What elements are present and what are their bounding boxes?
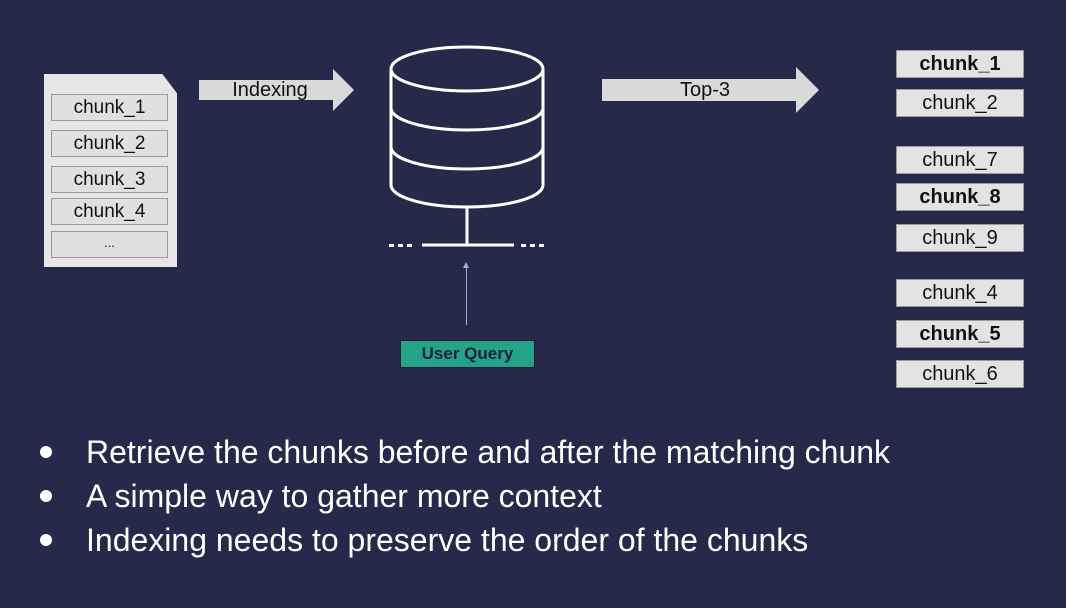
bullet-item: Retrieve the chunks before and after the… (36, 430, 890, 474)
user-query-badge: User Query (400, 340, 535, 368)
result-chunk: chunk_4 (896, 279, 1024, 307)
bullet-item: Indexing needs to preserve the order of … (36, 518, 890, 562)
indexing-arrow (199, 69, 354, 111)
top-k-arrow (602, 67, 819, 113)
database-icon (389, 45, 545, 247)
doc-chunk: chunk_4 (51, 198, 168, 225)
query-arrow (466, 264, 467, 325)
bullet-dot-icon (40, 534, 52, 546)
result-chunk: chunk_5 (896, 320, 1024, 348)
bullet-dot-icon (40, 490, 52, 502)
bullet-list: Retrieve the chunks before and after the… (36, 430, 890, 562)
query-arrow-head (463, 262, 469, 268)
result-chunk: chunk_9 (896, 224, 1024, 252)
doc-chunk: chunk_1 (51, 94, 168, 121)
bullet-text: Retrieve the chunks before and after the… (86, 434, 891, 470)
indexing-label: Indexing (232, 79, 308, 101)
doc-chunk-ellipsis: ... (51, 231, 168, 258)
doc-chunk: chunk_2 (51, 130, 168, 157)
result-chunk: chunk_2 (896, 89, 1024, 117)
bullet-dot-icon (40, 446, 52, 458)
result-chunk: chunk_8 (896, 183, 1024, 211)
result-chunk: chunk_1 (896, 50, 1024, 78)
bullet-text: A simple way to gather more context (86, 478, 602, 514)
doc-chunk: chunk_3 (51, 166, 168, 193)
result-chunk: chunk_7 (896, 146, 1024, 174)
top-k-label: Top-3 (679, 79, 731, 101)
bullet-item: A simple way to gather more context (36, 474, 890, 518)
result-chunk: chunk_6 (896, 360, 1024, 388)
source-document: chunk_1 chunk_2 chunk_3 chunk_4 ... (44, 74, 177, 267)
bullet-text: Indexing needs to preserve the order of … (86, 522, 809, 558)
